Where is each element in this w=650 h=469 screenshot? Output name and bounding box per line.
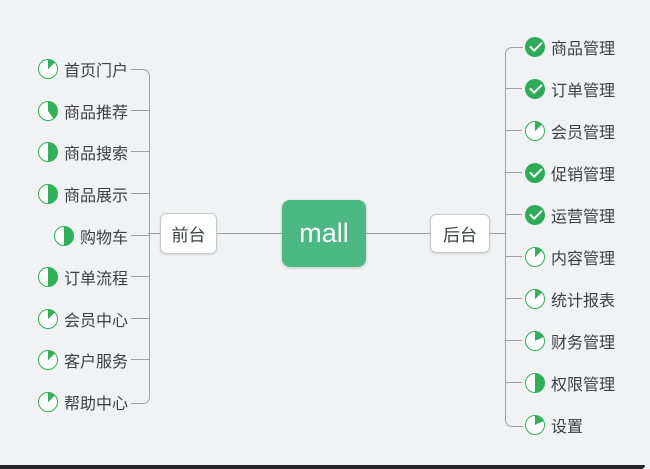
bracket-stub (131, 192, 149, 194)
topic-label: 会员管理 (551, 125, 616, 142)
task-progress-icon (525, 289, 545, 309)
topic-row[interactable]: 会员管理 (525, 120, 615, 142)
topic-label: 内容管理 (551, 251, 616, 268)
bracket-stub (505, 298, 522, 299)
task-progress-icon (37, 183, 58, 204)
root-topic-node[interactable]: mall (282, 200, 366, 267)
topic-label: 权限管理 (551, 377, 616, 394)
task-progress-icon (525, 121, 545, 141)
topic-row[interactable]: 首页门户 (37, 58, 128, 80)
topic-row[interactable]: 统计报表 (525, 288, 615, 310)
topic-row[interactable]: 商品推荐 (37, 100, 128, 122)
topic-row[interactable]: 帮助中心 (37, 391, 128, 414)
task-progress-icon (525, 247, 545, 267)
topic-label: 财务管理 (551, 335, 616, 352)
topic-label: 促销管理 (551, 167, 616, 184)
task-done-icon (525, 79, 545, 99)
topic-row[interactable]: 商品管理 (525, 36, 615, 58)
task-done-icon (525, 163, 545, 183)
topic-row[interactable]: 客户服务 (37, 349, 128, 372)
task-progress-icon (525, 415, 545, 435)
topic-row[interactable]: 运营管理 (525, 204, 615, 226)
link-root-to-front (217, 233, 282, 234)
bracket-stub (131, 317, 149, 319)
topic-label: 订单管理 (551, 83, 616, 100)
topic-row[interactable]: 购物车 (53, 225, 128, 247)
topic-label: 商品展示 (63, 187, 128, 205)
task-progress-icon (53, 225, 74, 246)
task-progress-icon (37, 350, 58, 371)
topic-row[interactable]: 商品搜索 (37, 141, 128, 164)
task-progress-icon (37, 392, 58, 413)
topic-row[interactable]: 订单流程 (37, 266, 128, 289)
link-front-to-bracket (148, 233, 161, 234)
task-progress-icon (37, 142, 58, 163)
topic-label: 商品管理 (551, 41, 616, 58)
bracket-stub (131, 234, 149, 236)
task-progress-icon (37, 308, 58, 329)
topic-label: 客户服务 (63, 354, 128, 372)
front-branch-node[interactable]: 前台 (160, 213, 217, 254)
task-progress-icon (37, 267, 58, 288)
back-branch-label: 后台 (443, 226, 477, 245)
task-progress-icon (37, 100, 58, 121)
topic-row[interactable]: 订单管理 (525, 78, 615, 100)
topic-label: 商品搜索 (63, 146, 128, 164)
task-progress-icon (525, 331, 545, 351)
topic-row[interactable]: 会员中心 (37, 308, 128, 330)
bracket-stub (505, 382, 522, 383)
bracket-stub (505, 130, 522, 131)
topic-label: 购物车 (79, 229, 128, 247)
back-branch-node[interactable]: 后台 (430, 214, 490, 253)
link-root-to-back (366, 233, 430, 234)
bracket-stub (131, 359, 149, 361)
back-branch-bracket (505, 47, 523, 427)
bracket-stub (131, 109, 149, 111)
topic-label: 帮助中心 (63, 396, 128, 414)
front-branch-label: 前台 (171, 226, 206, 245)
topic-row[interactable]: 商品展示 (37, 183, 128, 205)
bracket-stub (131, 151, 149, 153)
window-bottom-edge (0, 465, 645, 469)
root-topic-label: mall (299, 218, 349, 248)
task-progress-icon (525, 373, 545, 393)
bracket-stub (505, 214, 522, 215)
topic-label: 商品推荐 (63, 104, 128, 122)
bracket-stub (505, 340, 522, 341)
task-progress-icon (37, 59, 58, 79)
bracket-stub (505, 172, 522, 173)
topic-row[interactable]: 促销管理 (525, 162, 615, 184)
front-branch-bracket (131, 69, 150, 404)
topic-row[interactable]: 设置 (525, 414, 583, 436)
task-done-icon (525, 205, 545, 225)
topic-row[interactable]: 财务管理 (525, 330, 615, 352)
topic-label: 统计报表 (551, 293, 616, 310)
topic-label: 设置 (551, 419, 584, 436)
topic-row[interactable]: 权限管理 (525, 372, 615, 394)
topic-label: 运营管理 (551, 209, 616, 226)
task-done-icon (525, 37, 545, 57)
bracket-stub (505, 88, 522, 89)
topic-label: 会员中心 (63, 312, 128, 330)
link-back-to-bracket (490, 233, 506, 234)
topic-label: 首页门户 (63, 63, 128, 80)
bracket-stub (131, 276, 149, 278)
topic-row[interactable]: 内容管理 (525, 246, 615, 268)
bracket-stub (505, 256, 522, 257)
topic-label: 订单流程 (63, 271, 128, 289)
